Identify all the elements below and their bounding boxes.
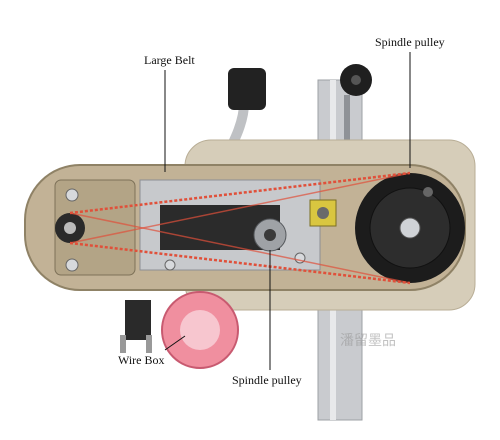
screw: [65, 258, 79, 272]
belt-bottom-run: [69, 241, 411, 285]
pulley-hub: [399, 217, 421, 239]
connector: [125, 300, 151, 340]
belt-top-run: [69, 171, 411, 215]
bobbin-core: [180, 310, 220, 350]
center-spindle-hub: [264, 229, 276, 241]
small-pulley-hub: [64, 222, 76, 234]
tension-screw: [317, 207, 329, 219]
screw: [65, 188, 79, 202]
label-large-belt: Large Belt: [144, 53, 195, 67]
callout-line-wire-box: [164, 335, 186, 351]
connector-pin: [120, 335, 126, 353]
pulley-set-screw: [423, 187, 433, 197]
knob-center: [351, 75, 361, 85]
watermark: 潘留墨品: [340, 333, 396, 349]
label-wire-box: Wire Box: [118, 353, 165, 367]
label-spindle-pulley-bottom: Spindle pulley: [232, 373, 302, 387]
left-bracket: [54, 179, 136, 276]
label-spindle-pulley-top: Spindle pulley: [375, 35, 445, 49]
screw: [164, 259, 176, 271]
belt-cross-run: [69, 212, 411, 284]
connector-pin: [146, 335, 152, 353]
belt-cross-run: [69, 172, 411, 244]
crank-handle: [228, 68, 266, 110]
